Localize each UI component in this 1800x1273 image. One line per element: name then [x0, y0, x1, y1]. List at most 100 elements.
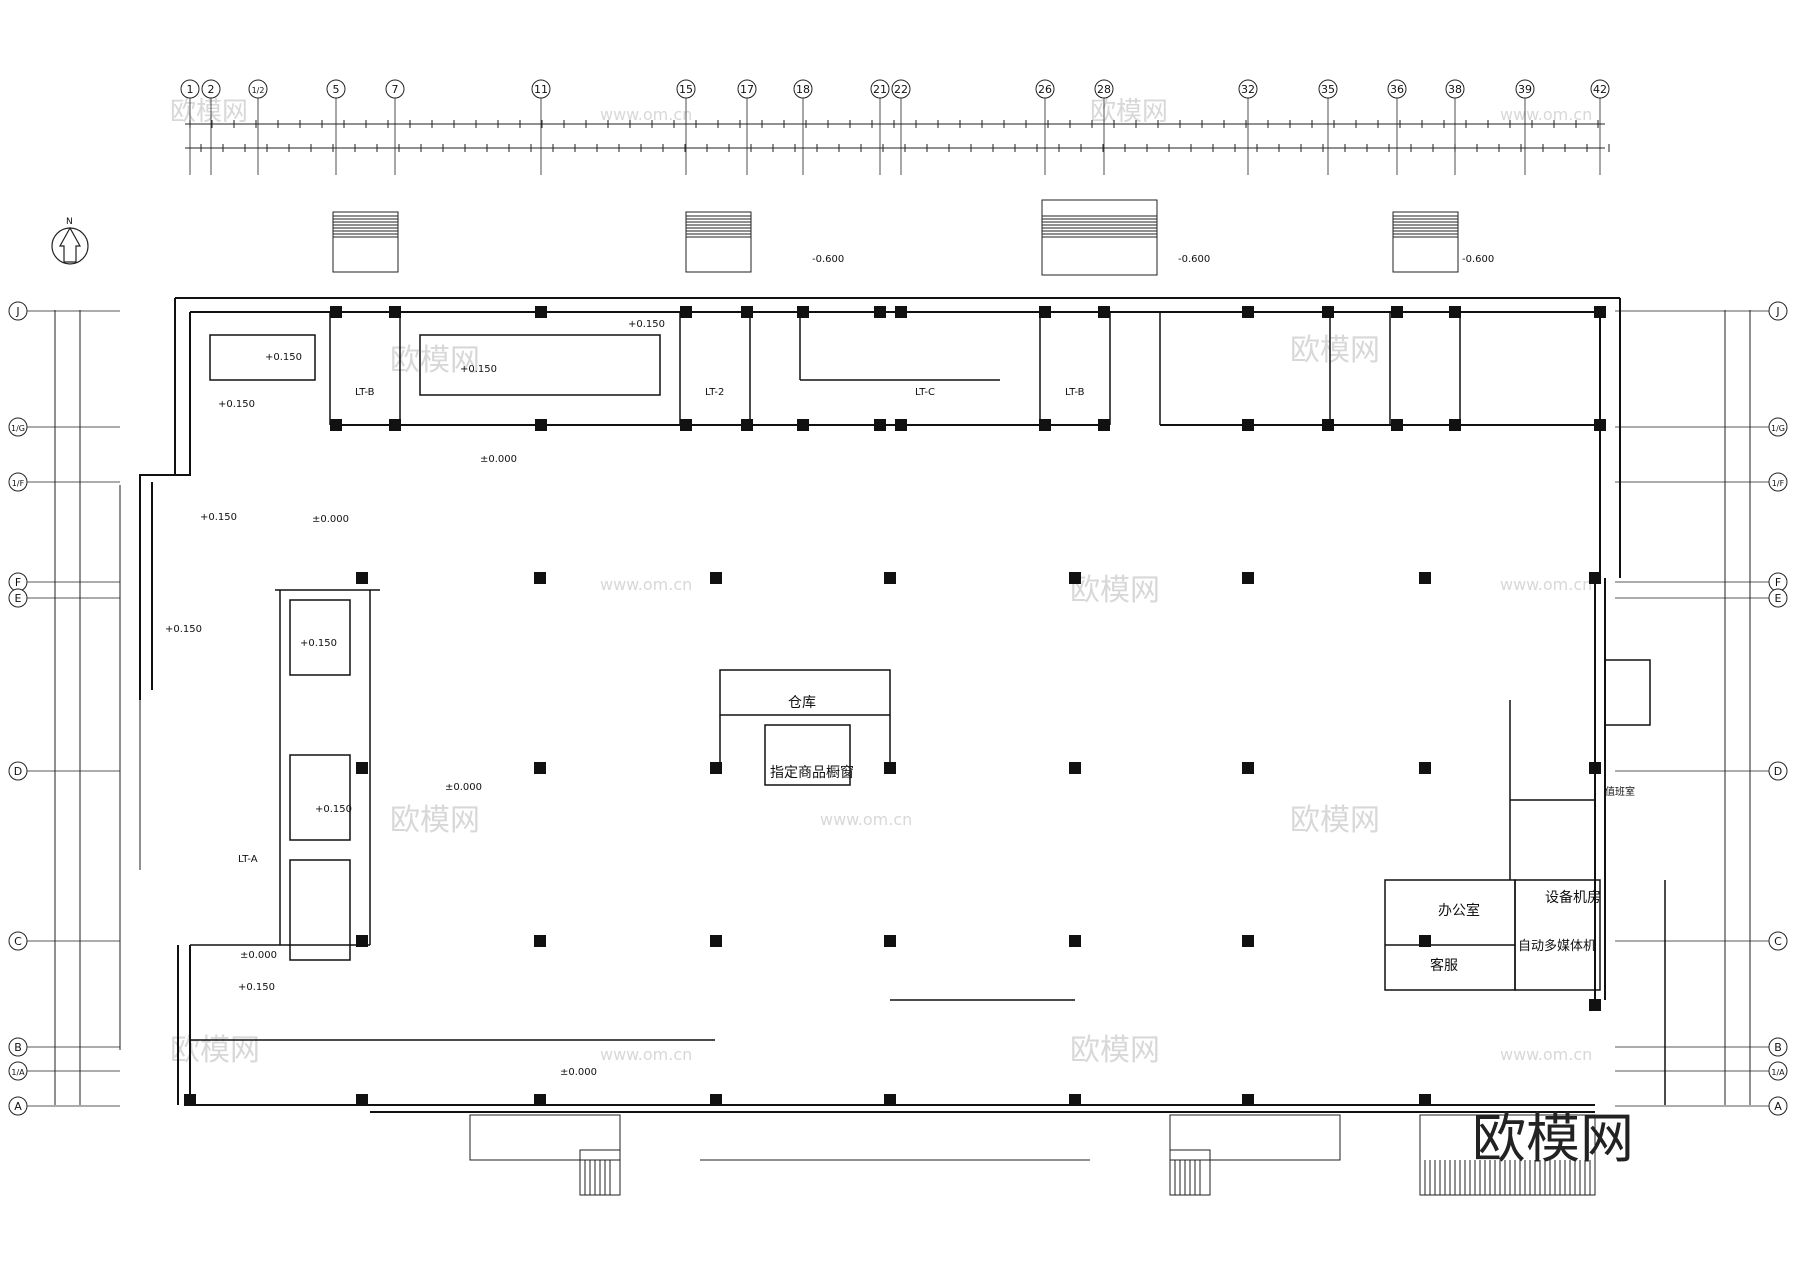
- axis-label: 18: [796, 83, 810, 96]
- column: [1242, 419, 1254, 431]
- room-label-warehouse: 仓库: [788, 695, 816, 711]
- watermark: 欧模网: [1290, 803, 1380, 838]
- axis-label: 15: [679, 83, 693, 96]
- axis-bubble: 1: [180, 79, 200, 175]
- north-arrow: N: [51, 217, 89, 265]
- axis-bubble: A: [8, 1096, 120, 1116]
- axis-bubble: C: [8, 931, 120, 951]
- watermark-url: www.om.cn: [600, 575, 692, 594]
- axis-bubble: 36: [1387, 79, 1407, 175]
- axis-bubble: 42: [1590, 79, 1610, 175]
- axis-bubble: 1/2: [248, 79, 268, 175]
- column: [710, 935, 722, 947]
- level-tag: +0.150: [300, 638, 337, 649]
- axis-label: 22: [894, 83, 908, 96]
- column: [1039, 306, 1051, 318]
- column: [1449, 419, 1461, 431]
- axis-label: 5: [333, 83, 340, 96]
- watermark: 欧模网: [1070, 573, 1160, 608]
- axis-label: C: [14, 935, 22, 948]
- column: [680, 306, 692, 318]
- watermark-url: www.om.cn: [1500, 1045, 1592, 1064]
- column: [1419, 935, 1431, 947]
- axis-bubble: D: [1615, 761, 1788, 781]
- axis-bubble: 15: [676, 79, 696, 175]
- stair-label: LT-B: [1065, 387, 1085, 398]
- axis-bubble: 1/F: [8, 472, 120, 492]
- north-arrow-icon: [58, 226, 82, 263]
- column: [1589, 572, 1601, 584]
- axis-label: E: [15, 592, 22, 605]
- axis-label: 1/A: [1771, 1068, 1785, 1077]
- watermark-layer: 欧模网 欧模网 欧模网 欧模网 欧模网 欧模网 欧模网 欧模网 欧模网 www.…: [170, 97, 1592, 1068]
- axis-bubble: F: [8, 572, 120, 592]
- column: [330, 306, 342, 318]
- axis-label: B: [1774, 1041, 1782, 1054]
- column: [534, 572, 546, 584]
- watermark-url: www.om.cn: [600, 1045, 692, 1064]
- level-tag: -0.600: [1462, 254, 1494, 265]
- axis-bubble: 35: [1318, 79, 1338, 175]
- top-dimension-chain: [185, 120, 1610, 152]
- column: [1242, 1094, 1254, 1106]
- axis-bubble: 32: [1238, 79, 1258, 175]
- column: [884, 935, 896, 947]
- level-tag: ±0.000: [312, 514, 349, 525]
- column: [1322, 306, 1334, 318]
- watermark-url: www.om.cn: [600, 105, 692, 124]
- column: [1242, 572, 1254, 584]
- axis-bubble: 17: [737, 79, 757, 175]
- column: [797, 306, 809, 318]
- axis-label: 1/F: [1772, 479, 1785, 488]
- column: [356, 1094, 368, 1106]
- column: [895, 306, 907, 318]
- level-tag: ±0.000: [480, 454, 517, 465]
- axis-bubble: 18: [793, 79, 813, 175]
- column: [535, 419, 547, 431]
- column: [741, 306, 753, 318]
- column: [356, 935, 368, 947]
- column: [1098, 419, 1110, 431]
- level-tag: -0.600: [812, 254, 844, 265]
- column: [1242, 935, 1254, 947]
- entrance-steps: [469, 1114, 1596, 1196]
- axis-bubble: 1/G: [8, 417, 120, 437]
- axis-label: 32: [1241, 83, 1255, 96]
- axis-label: F: [15, 576, 21, 589]
- column: [1589, 762, 1601, 774]
- axis-bubble: 26: [1035, 79, 1055, 175]
- axis-label: 1/G: [11, 424, 25, 433]
- axis-label: 17: [740, 83, 754, 96]
- watermark: 欧模网: [1090, 97, 1168, 127]
- column: [1589, 999, 1601, 1011]
- level-tag: +0.150: [460, 364, 497, 375]
- column: [884, 762, 896, 774]
- column: [534, 1094, 546, 1106]
- column: [1069, 1094, 1081, 1106]
- axis-label: D: [1774, 765, 1782, 778]
- watermark: 欧模网: [1070, 1033, 1160, 1068]
- stair-label: LT-C: [915, 387, 935, 398]
- level-tag: +0.150: [628, 319, 665, 330]
- axis-bubble: J: [8, 301, 120, 321]
- stair-label: LT-B: [355, 387, 375, 398]
- axis-bubble: 39: [1515, 79, 1535, 175]
- axis-label: F: [1775, 576, 1781, 589]
- room-label-office: 办公室: [1438, 902, 1480, 919]
- axis-label: 35: [1321, 83, 1335, 96]
- column: [1069, 935, 1081, 947]
- axis-bubble: 22: [891, 79, 911, 175]
- column: [1039, 419, 1051, 431]
- room-label-customer-service: 客服: [1430, 957, 1458, 974]
- column: [710, 762, 722, 774]
- axis-label: 28: [1097, 83, 1111, 96]
- column: [884, 1094, 896, 1106]
- column: [797, 419, 809, 431]
- column: [710, 572, 722, 584]
- column: [1098, 306, 1110, 318]
- axis-label: 42: [1593, 83, 1607, 96]
- watermark-url: www.om.cn: [1500, 105, 1592, 124]
- column: [1594, 419, 1606, 431]
